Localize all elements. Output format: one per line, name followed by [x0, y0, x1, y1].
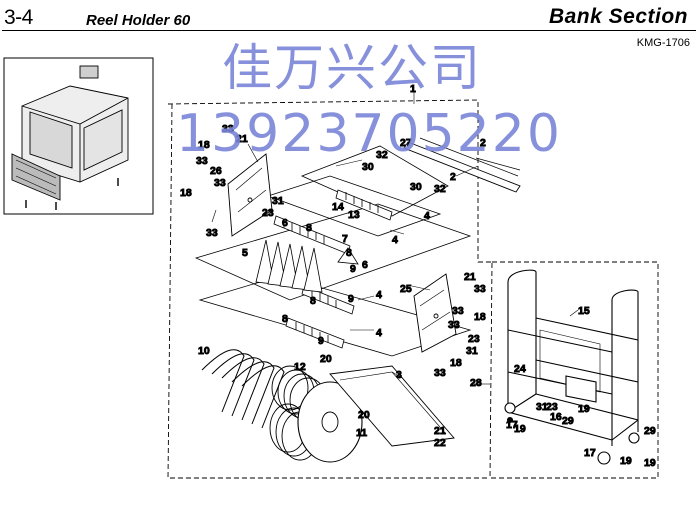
- callout-31c: 31: [536, 401, 548, 413]
- callout-9b: 9: [348, 293, 354, 305]
- callout-4d: 4: [376, 327, 382, 339]
- main-assembly-boundary: [167, 99, 492, 479]
- phone-watermark: 13923705220: [176, 104, 562, 164]
- callout-28: 28: [470, 377, 482, 389]
- reel-dividers: [255, 239, 359, 293]
- callout-31b: 31: [466, 345, 478, 357]
- component-reels: [269, 365, 363, 463]
- callout-6b: 6: [362, 259, 368, 271]
- callout-21c: 21: [434, 425, 446, 437]
- callout-30b: 30: [410, 181, 422, 193]
- callout-4c: 4: [376, 289, 382, 301]
- callout-4b: 4: [424, 210, 430, 222]
- callout-8d: 8: [282, 313, 288, 325]
- callout-3: 3: [396, 369, 402, 381]
- callout-33f: 33: [452, 305, 464, 317]
- callout-19d: 19: [644, 457, 656, 469]
- callout-18a: 18: [198, 139, 210, 151]
- callout-18b: 18: [180, 187, 192, 199]
- callout-23b: 23: [468, 333, 480, 345]
- document-code: KMG-1706: [636, 37, 690, 49]
- callout-23c: 23: [546, 401, 558, 413]
- callout-29a: 29: [562, 415, 574, 427]
- callout-11: 11: [356, 427, 367, 439]
- callout-33d: 33: [206, 227, 218, 239]
- callout-20b: 20: [358, 409, 370, 421]
- section-title: Bank Section: [548, 5, 688, 28]
- page-title: Reel Holder 60: [86, 12, 191, 29]
- callout-33g: 33: [448, 319, 460, 331]
- callout-17a: 17: [506, 419, 518, 431]
- callout-24: 24: [514, 363, 526, 375]
- callout-31a: 31: [272, 195, 284, 207]
- callout-32a: 32: [376, 149, 388, 161]
- callout-33a: 33: [222, 123, 234, 135]
- callout-6a: 6: [282, 217, 288, 229]
- callout-19b: 19: [578, 403, 590, 415]
- callout-33e: 33: [474, 283, 486, 295]
- callout-29b: 29: [644, 425, 656, 437]
- callout-33b: 33: [196, 155, 208, 167]
- roller-shafts: [273, 189, 393, 349]
- callout-19a: 19: [514, 423, 526, 435]
- callout-23a: 23: [262, 207, 274, 219]
- callout-8c: 8: [310, 295, 316, 307]
- callout-21a: 21: [236, 133, 248, 145]
- callout-9a: 9: [350, 263, 356, 275]
- callout-5: 5: [242, 247, 248, 259]
- callout-33h: 33: [434, 367, 446, 379]
- callout-9c: 9: [318, 335, 324, 347]
- callout-27: 27: [400, 137, 412, 149]
- callout-8b: 8: [346, 247, 352, 259]
- callout-25: 25: [400, 283, 412, 295]
- callout-2a: 2: [480, 137, 486, 149]
- callout-15: 15: [578, 305, 590, 317]
- reel-cart: [504, 269, 640, 465]
- header-rule: [2, 30, 696, 31]
- callout-13: 13: [348, 209, 360, 221]
- callout-21b: 21: [464, 271, 476, 283]
- callout-16: 16: [550, 411, 562, 423]
- reel-hooks: [201, 349, 285, 429]
- callout-2b: 2: [450, 171, 456, 183]
- callout-14: 14: [332, 201, 344, 213]
- callout-32b: 32: [434, 183, 446, 195]
- part-callouts: 1 2 2 3 4 4 4 4 5 6 6 7 8 8 8 8 9 9 9 10…: [180, 83, 657, 470]
- callout-19c: 19: [620, 455, 632, 467]
- callout-7: 7: [342, 233, 348, 245]
- left-side-frame: [227, 153, 273, 237]
- machine-overview-inset: [3, 57, 154, 215]
- callout-26: 26: [210, 165, 222, 177]
- callout-4a: 4: [392, 234, 398, 246]
- callout-33c: 33: [214, 177, 226, 189]
- callout-17b: 17: [584, 447, 596, 459]
- company-watermark: 佳万兴公司: [222, 39, 482, 97]
- callout-18d: 18: [450, 357, 462, 369]
- callout-10: 10: [198, 345, 210, 357]
- right-side-frame: [413, 273, 457, 353]
- callout-1: 1: [410, 83, 416, 95]
- page-number: 3-4: [4, 6, 33, 29]
- callout-22: 22: [434, 437, 446, 449]
- callout-18c: 18: [474, 311, 486, 323]
- top-rail: [403, 137, 521, 193]
- leader-lines: [211, 92, 579, 385]
- callout-20a: 20: [320, 353, 332, 365]
- callout-8a: 8: [306, 222, 312, 234]
- callout-30a: 30: [362, 161, 374, 173]
- callout-12: 12: [294, 361, 306, 373]
